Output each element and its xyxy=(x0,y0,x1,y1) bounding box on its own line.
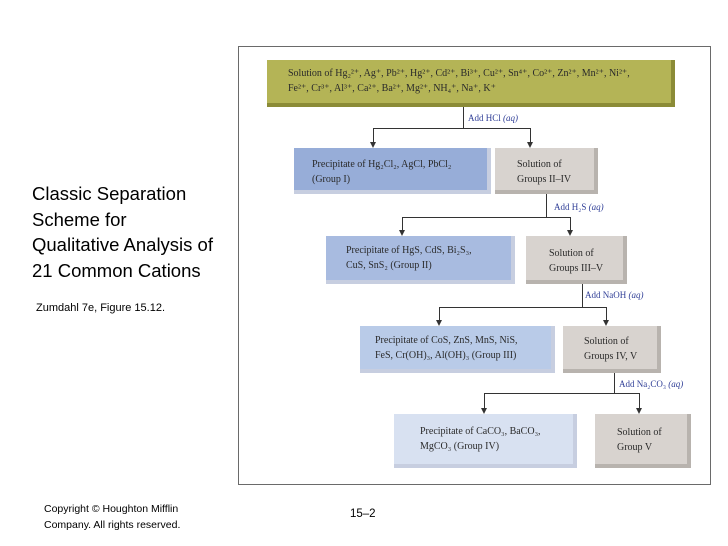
connector-line xyxy=(439,307,440,320)
solution-line: Groups II–IV xyxy=(517,174,572,185)
reagent-label-naoh: Add NaOH (aq) xyxy=(585,290,644,300)
precipitate-box-group-1: Precipitate of Hg₂Cl₂, AgCl, PbCl₂ (Grou… xyxy=(294,148,491,194)
connector-line xyxy=(484,393,640,394)
connector-line xyxy=(484,393,485,408)
slide-title: Classic Separation Scheme for Qualitativ… xyxy=(32,181,237,283)
title-line: Scheme for xyxy=(32,208,127,230)
solution-line: Groups IV, V xyxy=(584,351,638,362)
solution-line: Groups III–V xyxy=(549,263,604,274)
precipitate-line: FeS, Cr(OH)₃, Al(OH)₃ (Group III) xyxy=(375,350,517,361)
solution-line: Group V xyxy=(617,442,653,453)
solution-box-groups-4-5: Solution of Groups IV, V xyxy=(563,326,661,373)
title-line: Classic Separation xyxy=(32,183,187,204)
solution-box-group-5: Solution of Group V xyxy=(595,414,691,468)
solution-line: Solution of xyxy=(517,159,562,170)
solution-line: Solution of xyxy=(549,248,594,259)
precipitate-box-group-4: Precipitate of CaCO₃, BaCO₃, MgCO₃ (Grou… xyxy=(394,414,577,468)
connector-line xyxy=(614,373,615,393)
arrow-head-icon xyxy=(481,408,487,414)
separation-scheme-figure: Solution of Hg₂²⁺, Ag⁺, Pb²⁺, Hg²⁺, Cd²⁺… xyxy=(238,46,711,485)
reagent-name: Add HCl xyxy=(468,113,501,123)
reagent-phase: (aq) xyxy=(668,379,684,389)
precipitate-line: CuS, SnS₂ (Group II) xyxy=(346,260,432,271)
connector-line xyxy=(582,284,583,307)
solution-line: Solution of xyxy=(617,427,662,438)
copyright-line: Copyright © Houghton Mifflin xyxy=(44,503,179,515)
precipitate-line: MgCO₃ (Group IV) xyxy=(420,441,500,452)
reagent-phase: (aq) xyxy=(628,290,644,300)
connector-line xyxy=(570,217,571,230)
solution-box-groups-3-5: Solution of Groups III–V xyxy=(526,236,627,284)
starting-solution-line: Solution of Hg₂²⁺, Ag⁺, Pb²⁺, Hg²⁺, Cd²⁺… xyxy=(288,68,630,79)
reagent-name: Add NaOH xyxy=(585,290,627,300)
connector-line xyxy=(546,194,547,217)
connector-line xyxy=(402,217,403,230)
connector-line xyxy=(639,393,640,408)
arrow-head-icon xyxy=(399,230,405,236)
reagent-phase: (aq) xyxy=(503,113,519,123)
reagent-name: Add Na₂CO₃ xyxy=(619,379,667,389)
connector-line xyxy=(373,128,531,129)
connector-line xyxy=(373,128,374,142)
solution-box-groups-2-4: Solution of Groups II–IV xyxy=(495,148,598,194)
title-line: Qualitative Analysis of xyxy=(32,234,213,255)
reagent-label-hcl: Add HCl (aq) xyxy=(468,113,518,123)
copyright-line: Company. All rights reserved. xyxy=(44,518,181,531)
connector-line xyxy=(606,307,607,320)
starting-solution-box: Solution of Hg₂²⁺, Ag⁺, Pb²⁺, Hg²⁺, Cd²⁺… xyxy=(267,60,675,107)
reagent-label-na2co3: Add Na₂CO₃ (aq) xyxy=(619,379,683,389)
arrow-head-icon xyxy=(527,142,533,148)
precipitate-line: Precipitate of Hg₂Cl₂, AgCl, PbCl₂ xyxy=(312,159,452,170)
connector-line xyxy=(439,307,607,308)
connector-line xyxy=(463,107,464,128)
precipitate-line: Precipitate of HgS, CdS, Bi₂S₃, xyxy=(346,245,472,256)
arrow-head-icon xyxy=(636,408,642,414)
precipitate-line: Precipitate of CaCO₃, BaCO₃, xyxy=(420,426,541,437)
slide-number: 15–2 xyxy=(350,508,376,520)
reagent-name: Add H₂S xyxy=(554,202,587,212)
precipitate-line: (Group I) xyxy=(312,174,351,185)
reagent-label-h2s: Add H₂S (aq) xyxy=(554,202,604,212)
solution-line: Solution of xyxy=(584,336,629,347)
precipitate-line: Precipitate of CoS, ZnS, MnS, NiS, xyxy=(375,335,518,346)
precipitate-box-group-3: Precipitate of CoS, ZnS, MnS, NiS, FeS, … xyxy=(360,326,555,373)
reagent-phase: (aq) xyxy=(588,202,604,212)
precipitate-box-group-2: Precipitate of HgS, CdS, Bi₂S₃, CuS, SnS… xyxy=(326,236,515,284)
copyright-notice: Copyright © Houghton Mifflin Company. Al… xyxy=(44,502,180,533)
arrow-head-icon xyxy=(370,142,376,148)
starting-solution-line: Fe²⁺, Cr³⁺, Al³⁺, Ca²⁺, Ba²⁺, Mg²⁺, NH₄⁺… xyxy=(288,83,496,94)
figure-citation: Zumdahl 7e, Figure 15.12. xyxy=(36,302,166,314)
arrow-head-icon xyxy=(567,230,573,236)
arrow-head-icon xyxy=(603,320,609,326)
connector-line xyxy=(530,128,531,142)
title-line: 21 Common Cations xyxy=(32,259,201,281)
arrow-head-icon xyxy=(436,320,442,326)
connector-line xyxy=(402,217,571,218)
